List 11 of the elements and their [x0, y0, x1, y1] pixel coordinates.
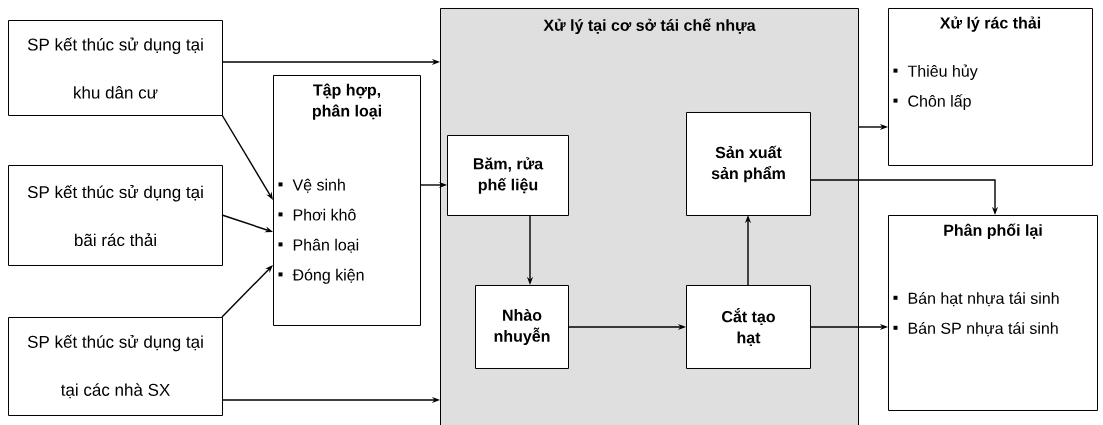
process-box: Cắt tạo hạt: [686, 285, 811, 369]
process-box: Sản xuất sản phẩm: [686, 112, 811, 216]
source-box: SP kết thúc sử dụng tại tại các nhà SX: [8, 317, 223, 416]
collection-box: Tập hợp, phân loại Vệ sinh Phơi khô Phân loại Đóng kiện: [273, 75, 421, 326]
process-box: Băm, rửa phế liệu: [447, 135, 569, 216]
output-box: Phân phối lại Bán hạt nhựa tái sinh Bán SP nhựa tái sinh: [888, 215, 1098, 411]
output-box: Xử lý rác thải Thiêu hủy Chôn lấp: [888, 8, 1093, 166]
arrow: [221, 265, 273, 318]
process-box: Nhào nhuyễn: [475, 285, 569, 369]
source-box: SP kết thúc sử dụng tại bãi rác thải: [8, 165, 223, 266]
source-box: SP kết thúc sử dụng tại khu dân cư: [8, 20, 223, 116]
